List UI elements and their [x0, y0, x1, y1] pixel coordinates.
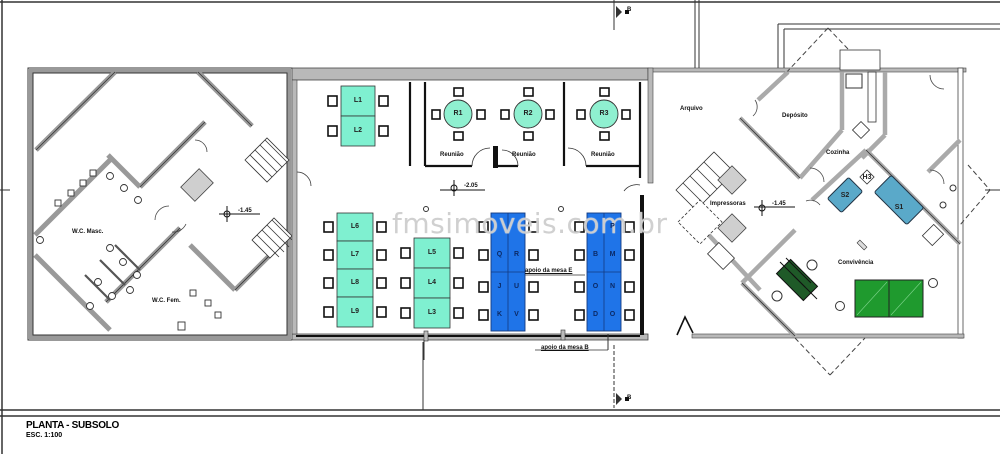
room-label-printers: Impressoras [710, 201, 746, 207]
meeting-tables [431, 87, 631, 141]
desk-l3: L3 [427, 309, 437, 316]
section-marker-bottom [613, 345, 629, 408]
section-marker-bottom-label: B [627, 395, 632, 401]
desk-group-a [327, 85, 389, 147]
foosball-table [771, 257, 819, 302]
desk-group-b [323, 212, 387, 328]
desk-e-r: R [513, 251, 520, 258]
fixture-h3: H3 [862, 174, 872, 181]
room-label-lounge: Convivência [838, 260, 874, 266]
desk-l1: L1 [353, 97, 363, 104]
room-label-meeting-1: Reunião [440, 152, 464, 158]
level-marker-center [440, 180, 485, 196]
desk-b-p: P [610, 223, 615, 230]
room-label-meeting-3: Reunião [591, 152, 615, 158]
meeting-table-r1: R1 [453, 110, 463, 117]
desk-e-q: Q [496, 251, 503, 258]
desk-l8: L8 [350, 279, 360, 286]
desk-l5: L5 [427, 249, 437, 256]
desk-b-d: D [592, 311, 599, 318]
room-label-storage: Depósito [782, 113, 808, 119]
desk-b-m: M [609, 251, 616, 258]
desk-e-k: K [496, 311, 503, 318]
annotation-apoio-e: apoio da mesa E [525, 268, 573, 274]
desk-l2: L2 [353, 127, 363, 134]
room-label-wc-masc: W.C. Masc. [72, 229, 104, 235]
desk-b-b: B [592, 251, 599, 258]
meeting-table-r2: R2 [523, 110, 533, 117]
fixture-s1: S1 [894, 204, 904, 211]
section-marker-top [613, 0, 629, 30]
level-center: -2.05 [464, 183, 478, 189]
section-marker-top-label: B [627, 7, 632, 13]
desk-e-j: J [497, 283, 502, 290]
right-wing [647, 27, 991, 376]
ping-pong-table [854, 279, 924, 318]
meeting-table-r3: R3 [599, 110, 609, 117]
level-left: -1.45 [238, 208, 252, 214]
annotation-apoio-b: apoio da mesa B [541, 345, 589, 351]
desk-l6: L6 [350, 223, 360, 230]
room-label-archive: Arquivo [680, 106, 703, 112]
stairs-right [675, 151, 736, 271]
desk-group-c [400, 237, 464, 329]
desk-l9: L9 [350, 308, 360, 315]
level-marker-left [219, 206, 260, 222]
desk-group-b-blue [574, 212, 635, 332]
level-right: -1.45 [772, 201, 786, 207]
stairs-left [244, 137, 293, 259]
desk-b-o2: O [609, 311, 616, 318]
desk-group-e [478, 212, 539, 332]
room-label-meeting-2: Reunião [512, 152, 536, 158]
desk-b-o: O [592, 283, 599, 290]
drawing-scale: ESC. 1:100 [26, 432, 63, 439]
level-marker-right [754, 200, 795, 216]
desk-e-u: U [513, 283, 520, 290]
center-office [291, 67, 649, 360]
room-label-wc-fem: W.C. Fem. [152, 298, 181, 304]
fixture-s2: S2 [840, 192, 850, 199]
drawing-title: PLANTA - SUBSOLO [26, 420, 119, 431]
desk-l7: L7 [350, 251, 360, 258]
room-label-kitchen: Cozinha [826, 150, 850, 156]
desk-b-n: N [609, 283, 616, 290]
left-wing [27, 67, 293, 341]
desk-e-v: V [514, 311, 519, 318]
watermark: fmsimoveis.com.br [392, 207, 668, 240]
desk-l4: L4 [427, 279, 437, 286]
